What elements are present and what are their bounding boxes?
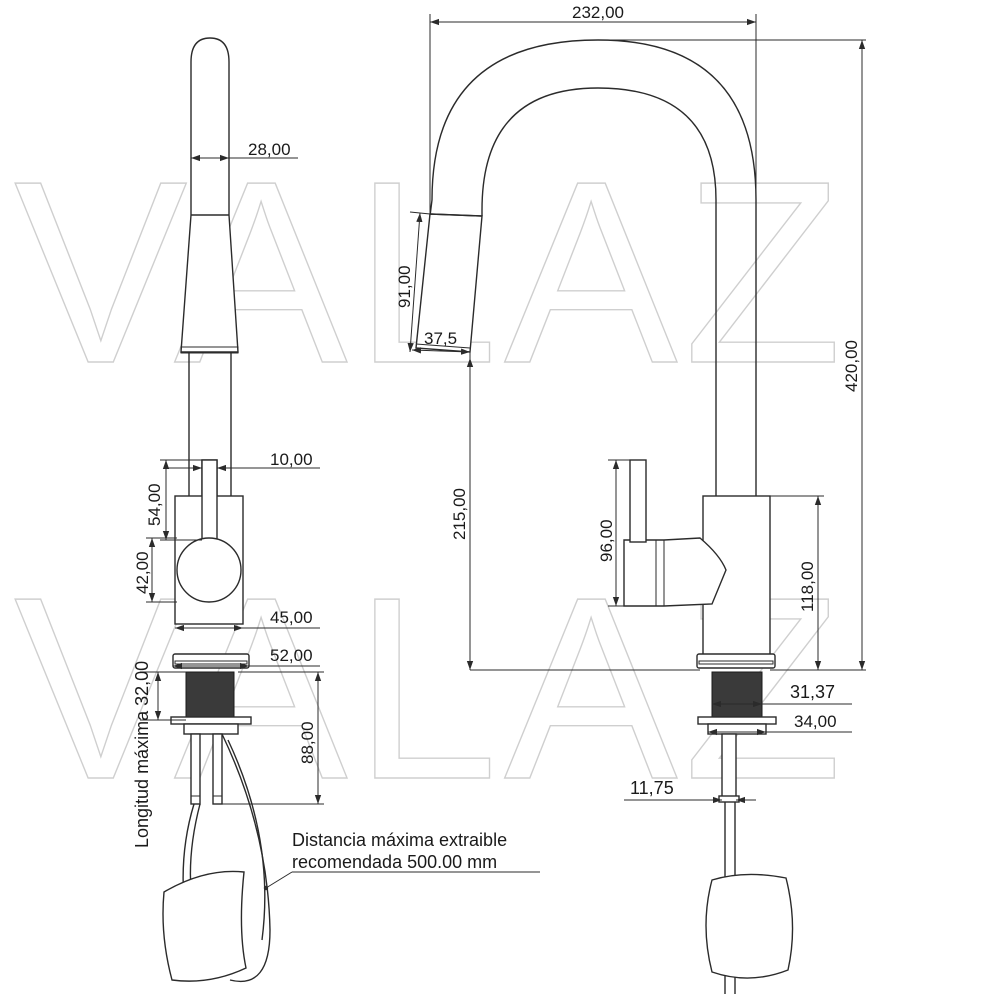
- spout-top: [190, 37, 230, 162]
- note-line-1: Distancia máxima extraible: [292, 830, 507, 850]
- dim-flange-diameter: 31,37: [790, 682, 835, 702]
- dim-body-circle: 42,00: [133, 551, 152, 594]
- hose-front-collar: [718, 795, 740, 803]
- dim-nut-diameter: 34,00: [794, 712, 837, 731]
- dim-line-spray-offset: [411, 347, 471, 355]
- dim-total-height: 420,00: [842, 340, 861, 392]
- handle-circle: [176, 537, 242, 603]
- threaded-shank-front: [711, 671, 763, 721]
- spray-head-side: [180, 162, 239, 353]
- dim-lever-height: 54,00: [145, 483, 164, 526]
- dim-spray-offset: 37,5: [424, 329, 457, 348]
- spout-inner-curve: [481, 87, 717, 496]
- counterweight-side: [162, 870, 247, 982]
- side-view: 28,00 10,00 54,00 42,00 45,00 52,00 Long…: [132, 37, 540, 982]
- threaded-shank-side: [185, 671, 235, 721]
- dim-flange-width: 52,00: [270, 646, 313, 665]
- lever-base-front: [623, 537, 727, 607]
- dim-shank-length: 88,00: [298, 721, 317, 764]
- dim-outlet-height: 215,00: [450, 488, 469, 540]
- dim-lever-front-height: 96,00: [597, 519, 616, 562]
- pipe-left: [190, 733, 201, 805]
- dim-hose-diameter: 11,75: [630, 778, 674, 798]
- hose-front-upper: [721, 733, 737, 801]
- spray-head-rim: [180, 346, 239, 354]
- dim-body-height: 118,00: [798, 561, 817, 612]
- dim-spout-width: 28,00: [248, 140, 291, 159]
- note-leader: [265, 871, 293, 889]
- flange-front-groove: [698, 660, 774, 665]
- dim-line-spray-length: [407, 212, 423, 353]
- spout-outer-curve: [429, 39, 757, 496]
- nut-plate-front: [697, 716, 777, 725]
- nut-side: [183, 723, 239, 735]
- hose-loop-outer: [221, 733, 271, 982]
- note-leader-dot: [263, 885, 269, 891]
- dim-spray-length: 91,00: [395, 265, 414, 308]
- counterweight-front: [705, 873, 794, 979]
- dim-lever-width: 10,00: [270, 450, 313, 469]
- lever-side-front: [201, 459, 218, 541]
- dim-max-length: Longitud máxima 32,00: [132, 661, 152, 848]
- note-line-2: recomendada 500.00 mm: [292, 852, 497, 872]
- spray-head-front-joint: [429, 213, 483, 217]
- hose-loop-inner: [227, 739, 266, 941]
- pipe-right: [212, 733, 223, 805]
- lever-stick-front: [629, 459, 647, 543]
- dim-total-width: 232,00: [572, 3, 624, 22]
- front-view: 232,00 420,00 91,00 37,5 215,00 96,00 11…: [395, 3, 866, 994]
- dim-body-width: 45,00: [270, 608, 313, 627]
